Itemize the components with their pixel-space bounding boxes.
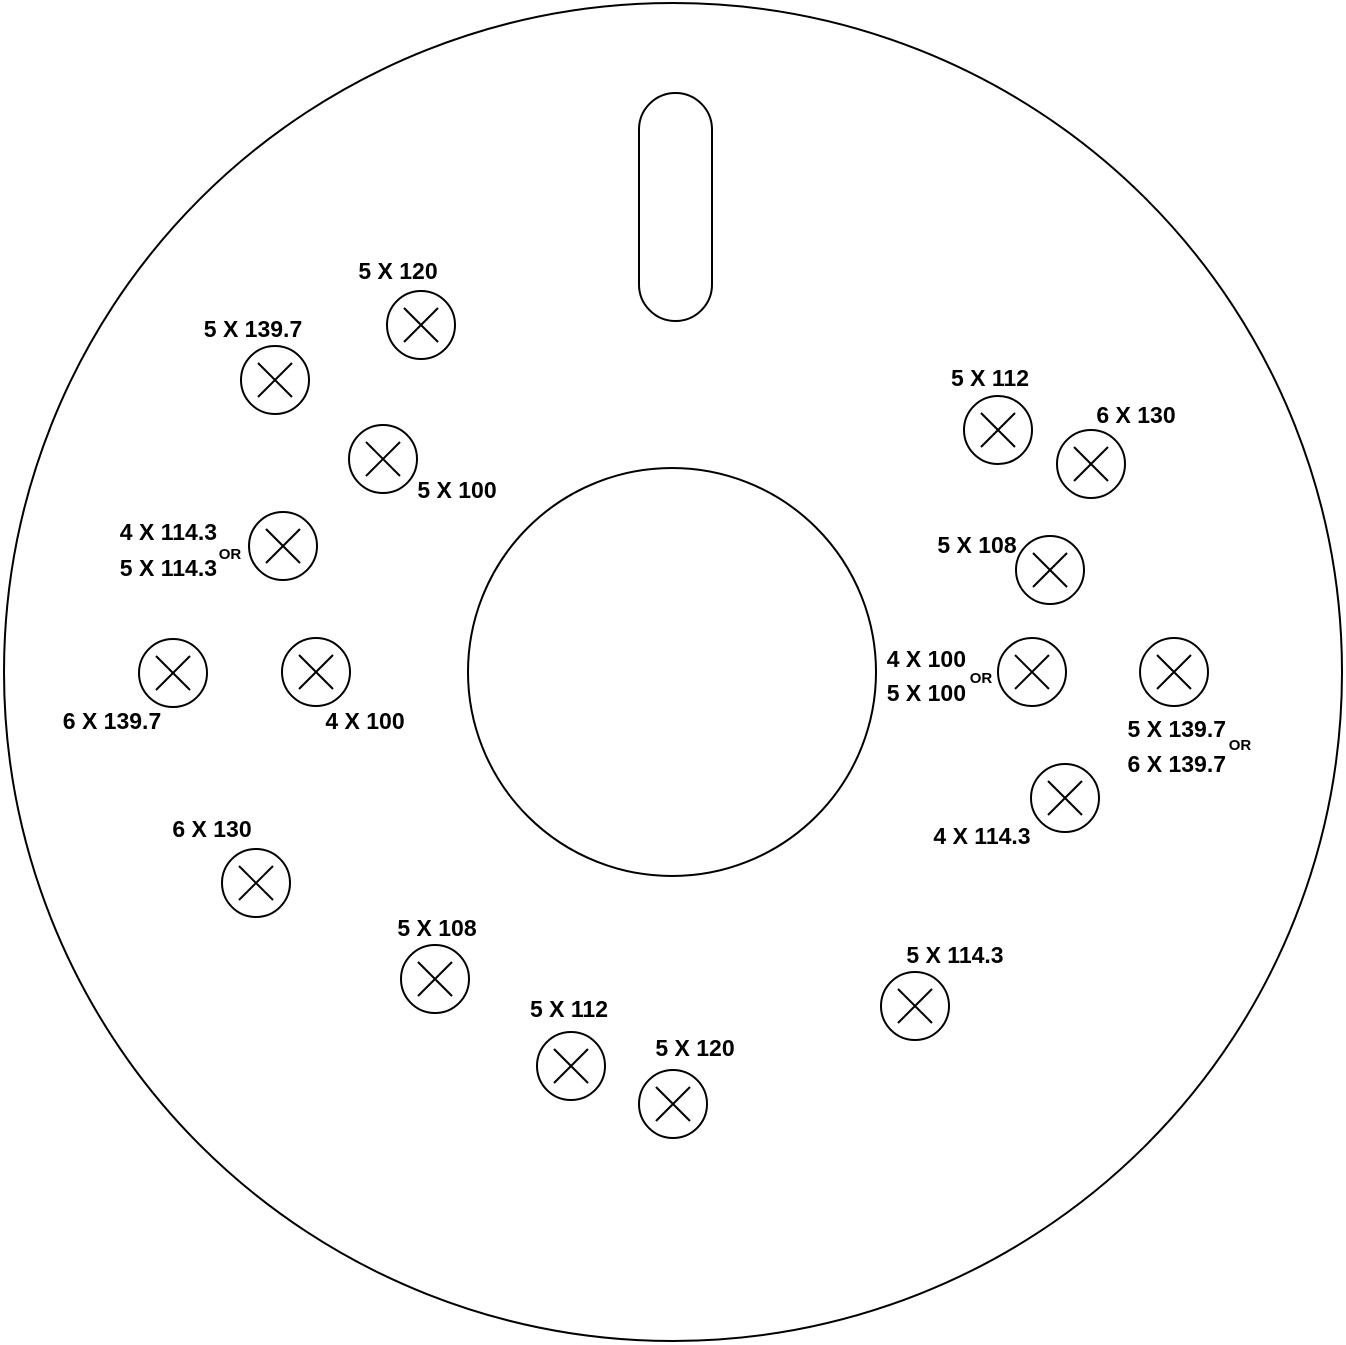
bolt-hole: 6 X 139.7 xyxy=(63,638,208,734)
bolt-hole: 4 X 114.3 5 X 114.3OR xyxy=(120,511,318,581)
pattern-label: 5 X 114.3 xyxy=(906,942,1003,968)
hole-circle xyxy=(138,638,208,708)
pattern-label: 5 X 112 xyxy=(530,996,608,1022)
hole-circle xyxy=(240,345,310,415)
pattern-label: 4 X 100 xyxy=(325,708,404,734)
hole-circle xyxy=(880,971,950,1041)
bolt-hole: 6 X 130 xyxy=(172,816,291,918)
pattern-label: 5 X 139.7 xyxy=(1128,716,1226,742)
hole-circle xyxy=(400,944,470,1014)
pattern-label: 5 X 108 xyxy=(397,915,476,941)
bolt-hole: 5 X 112 xyxy=(530,996,608,1101)
hole-circle xyxy=(348,424,418,494)
cross-mark xyxy=(403,307,439,343)
cross-mark xyxy=(155,655,191,691)
cross-mark xyxy=(897,988,933,1024)
pattern-label: 6 X 139.7 xyxy=(63,708,161,734)
bolt-hole: 5 X 112 xyxy=(951,365,1033,465)
cross-mark xyxy=(1047,780,1083,816)
or-label: OR xyxy=(970,670,993,687)
outer-plate-outline xyxy=(3,2,1343,1342)
cross-mark xyxy=(655,1086,691,1122)
pattern-label: 6 X 139.7 xyxy=(1128,751,1226,777)
pattern-label: 5 X 120 xyxy=(358,258,437,284)
hole-circle xyxy=(997,637,1067,707)
bolt-hole: 5 X 139.7 xyxy=(204,316,310,415)
cross-mark xyxy=(238,865,274,901)
pattern-label: 5 X 139.7 xyxy=(204,316,302,342)
cross-mark xyxy=(553,1048,589,1084)
hole-circle xyxy=(638,1069,708,1139)
bolt-hole: 5 X 139.7 6 X 139.7OR xyxy=(1128,637,1252,777)
hole-group: 5 X 120 5 X 139.7 5 X 100 4 X 114.3 5 X 114.… xyxy=(63,258,1252,1139)
bolt-hole: 5 X 114.3 xyxy=(880,942,1004,1041)
pattern-label: 5 X 120 xyxy=(655,1035,734,1061)
or-label: OR xyxy=(1229,737,1252,754)
pattern-label: 5 X 100 xyxy=(887,680,966,706)
bolt-hole: 5 X 108 xyxy=(937,532,1085,605)
hole-circle xyxy=(1015,535,1085,605)
bolt-hole: 6 X 130 xyxy=(1056,402,1176,499)
hole-circle xyxy=(1139,637,1209,707)
hole-circle xyxy=(963,395,1033,465)
pattern-label: 6 X 130 xyxy=(1096,402,1175,428)
pattern-label: 5 X 100 xyxy=(417,477,496,503)
pattern-label: 5 X 114.3 xyxy=(120,555,217,581)
bolt-hole: 5 X 100 xyxy=(348,424,497,503)
cross-mark xyxy=(257,362,293,398)
pattern-label: 5 X 112 xyxy=(951,365,1029,391)
pattern-label: 5 X 108 xyxy=(937,532,1016,558)
cross-mark xyxy=(365,441,401,477)
cross-mark xyxy=(980,412,1016,448)
cross-mark xyxy=(265,528,301,564)
top-slot xyxy=(638,92,713,322)
hole-circle xyxy=(1030,763,1100,833)
cross-mark xyxy=(417,961,453,997)
hole-circle xyxy=(281,637,351,707)
cross-mark xyxy=(298,654,334,690)
bolt-hole: 4 X 100 xyxy=(281,637,405,734)
hole-circle xyxy=(221,848,291,918)
bolt-hole: 5 X 108 xyxy=(397,915,477,1014)
cross-mark xyxy=(1032,552,1068,588)
pattern-label: 4 X 114.3 xyxy=(933,823,1030,849)
center-bore xyxy=(467,467,877,877)
cross-mark xyxy=(1073,446,1109,482)
hole-circle xyxy=(536,1031,606,1101)
pattern-label: 6 X 130 xyxy=(172,816,251,842)
hole-circle xyxy=(248,511,318,581)
cross-mark xyxy=(1014,654,1050,690)
pattern-label: 4 X 100 xyxy=(887,646,966,672)
hole-circle xyxy=(1056,429,1126,499)
hole-circle xyxy=(386,290,456,360)
bolt-hole: 5 X 120 xyxy=(358,258,456,360)
bolt-hole: 4 X 114.3 xyxy=(933,763,1100,849)
or-label: OR xyxy=(219,546,242,563)
bolt-hole: 5 X 120 xyxy=(638,1035,735,1139)
cross-mark xyxy=(1156,654,1192,690)
pattern-label: 4 X 114.3 xyxy=(120,519,217,545)
